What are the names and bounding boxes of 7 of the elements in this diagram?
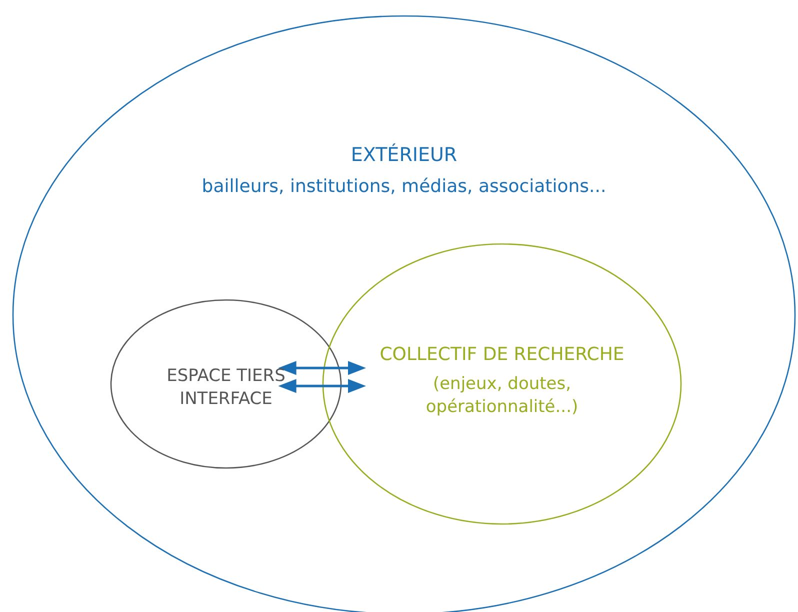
- double-headed-arrow: [278, 379, 366, 393]
- heading-text: ESPACE TIERS INTERFACE: [166, 365, 286, 411]
- heading-text: COLLECTIF DE RECHERCHE: [378, 343, 626, 367]
- heading-text: EXTÉRIEUR: [350, 143, 458, 168]
- double-headed-arrow: [278, 361, 366, 375]
- body-text: (enjeux, doutes, opérationnalité...): [424, 373, 580, 419]
- body-text: bailleurs, institutions, médias, associations...: [200, 175, 608, 199]
